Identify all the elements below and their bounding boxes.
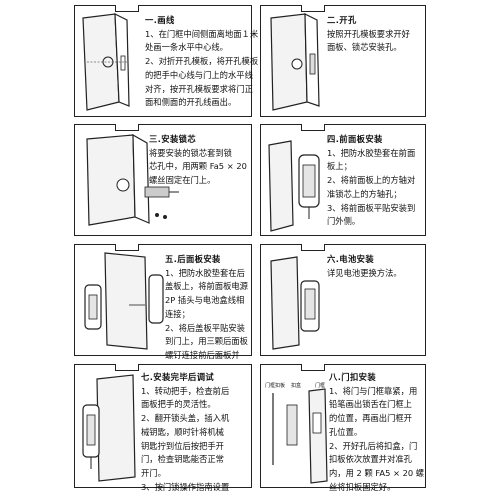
step-title: 二.开孔 — [327, 15, 357, 25]
step-line: 2、将前面板上的方轴对 — [327, 175, 416, 186]
step-line: 按照开孔模板要求开好 — [327, 28, 410, 39]
door-drilling-illustration — [270, 13, 320, 111]
step-line: 1、把防水胶垫套在前面 — [327, 147, 416, 158]
step-line: 3、按门锁操作指南设置 — [141, 481, 230, 492]
step-line: 2、对折开孔模板，将开孔模板 — [145, 56, 259, 67]
step-line: 2P 插头与电池盒线相 — [165, 295, 245, 306]
step-line: 开门。 — [141, 467, 166, 478]
step-title: 五.后面板安装 — [165, 254, 221, 264]
step-line: 1、在门框中间侧面离地面１米 — [145, 28, 259, 39]
step-line: 2、翻开锁头盖，插入机 — [141, 413, 230, 424]
step-line: 门外侧。 — [327, 216, 361, 227]
panel-tab — [115, 364, 139, 371]
step-4-panel: 四.前面板安装 1、把防水胶垫套在前面 板上； 2、将前面板上的方轴对 准锁芯上… — [260, 124, 426, 236]
step-line: 螺丝固定在门上。 — [149, 175, 216, 186]
step-line: 2、将后盖板平贴安装 — [165, 322, 245, 333]
battery-install-illustration — [270, 256, 320, 350]
step-line: 面板把手的灵活性。 — [141, 399, 216, 410]
panel-tab — [115, 124, 139, 131]
step-line: 铅笔画出锁舌在门框上 — [329, 399, 412, 410]
step-line: 械钥匙，顺时针将机械 — [141, 426, 224, 437]
step-line: 丝将扣板固定好。 — [329, 481, 396, 492]
step-title: 八.门扣安装 — [329, 372, 377, 382]
step-line: 1、将门与门框靠紧，用 — [329, 385, 418, 396]
step-line: 3、将前面板平贴安装到 — [327, 202, 416, 213]
panel-tab — [301, 364, 325, 371]
lock-cylinder-illustration — [86, 133, 179, 226]
step-line: 处画一条水平中心线。 — [145, 42, 228, 53]
door-frame-label: 门框 — [315, 382, 325, 389]
step-line: 的位置，再画出门框开 — [329, 413, 412, 424]
step-line: 面板、锁芯安装孔。 — [327, 42, 402, 53]
step-line: 孔位置。 — [329, 426, 363, 437]
step-line: 螺钉连接前后面板并 — [165, 349, 240, 360]
step-line: 盖板上，将前面板电源 — [165, 281, 248, 292]
step-8-panel: 门框扣板 扣盒 门框 八.门扣安装 1、将门与门框靠紧，用 铅笔画出锁舌在门框上… — [260, 364, 426, 492]
step-line: 门，检查钥匙能否正常 — [141, 454, 224, 465]
step-line: 芯孔中，用两颗 Fa5 × 20 — [149, 161, 247, 172]
step-title: 六.电池安装 — [327, 254, 375, 264]
frame-edge-label: 门框扣板 — [265, 382, 285, 389]
step-line: 钥匙拧到位后按把手开 — [141, 440, 224, 451]
step-line: 的把手中心线与门上的水平线 — [145, 69, 253, 80]
step-1-panel: 一.画线 1、在门框中间侧面离地面１米 处画一条水平中心线。 2、对折开孔模板，… — [74, 5, 258, 117]
panel-tab — [301, 124, 325, 131]
step-title: 三.安装锁芯 — [149, 134, 197, 144]
step-5-panel: 五.后面板安装 1、把防水胶垫套在后 盖板上，将前面板电源 2P 插头与电池盒线… — [74, 244, 252, 360]
step-6-panel: 六.电池安装 详见电池更换方法。 — [260, 244, 426, 356]
lock-test-illustration — [82, 374, 136, 482]
step-line: 对齐，按开孔模板要求将门正 — [145, 83, 253, 94]
step-title: 七.安装完毕后调试 — [141, 372, 215, 382]
step-title: 一.画线 — [145, 15, 175, 25]
panel-tab — [301, 5, 325, 12]
step-line: 详见电池更换方法。 — [327, 267, 402, 278]
panel-tab — [115, 244, 139, 251]
step-line: 将要安装的锁芯套到锁 — [149, 147, 232, 158]
panel-tab — [115, 5, 139, 12]
step-line: 1、把防水胶垫套在后 — [165, 267, 245, 278]
step-line: 连接； — [165, 308, 190, 319]
step-line: 准锁芯上的方轴孔； — [327, 188, 402, 199]
step-line: 2、开好孔后将扣盒，门 — [329, 440, 418, 451]
strike-plate-illustration: 门框扣板 扣盒 门框 — [265, 382, 328, 484]
step-title: 四.前面板安装 — [327, 134, 383, 144]
step-line: 板上； — [327, 161, 352, 172]
panel-tab — [301, 244, 325, 251]
strike-box-label: 扣盒 — [291, 382, 301, 389]
back-panel-illustration — [84, 252, 164, 350]
front-panel-illustration — [268, 140, 320, 232]
step-line: 到门上，用三颗后面板 — [165, 336, 248, 347]
step-3-panel: 三.安装锁芯 将要安装的锁芯套到锁 芯孔中，用两颗 Fa5 × 20 螺丝固定在… — [74, 124, 252, 236]
step-line: 扣板依次放置并对准孔 — [329, 454, 412, 465]
door-marking-illustration — [82, 13, 130, 111]
step-line: 内，用 2 颗 FA5 × 20 螺 — [329, 467, 425, 478]
step-7-panel: 七.安装完毕后调试 1、转动把手，检查前后 面板把手的灵活性。 2、翻开锁头盖，… — [74, 364, 252, 492]
step-line: 面和侧面的开孔线画出。 — [145, 97, 237, 108]
step-line: 1、转动把手，检查前后 — [141, 385, 230, 396]
step-2-panel: 二.开孔 按照开孔模板要求开好 面板、锁芯安装孔。 — [260, 5, 426, 117]
